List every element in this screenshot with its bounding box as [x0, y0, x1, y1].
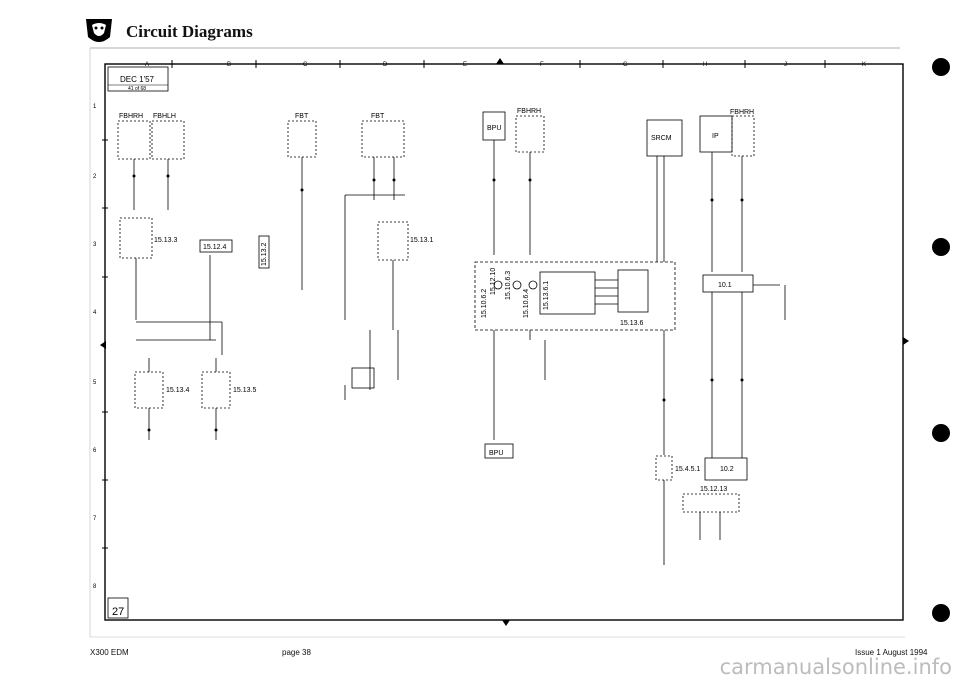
- column-label: J: [784, 62, 787, 68]
- margin-bullet-icon: [932, 58, 950, 76]
- column-label: G: [623, 62, 628, 68]
- component-label: FBHRH: [119, 113, 143, 120]
- component-label: FBHRH: [517, 108, 541, 115]
- ref-label: 15.13.6.1: [543, 281, 550, 310]
- row-label: 1: [93, 104, 97, 110]
- ref-label: 15.13.5: [233, 387, 256, 394]
- component-label: FBHLH: [153, 113, 176, 120]
- ecu-label: SRCM: [651, 135, 672, 142]
- page-header: Circuit Diagrams: [82, 14, 253, 50]
- column-label: H: [703, 62, 707, 68]
- column-label: C: [303, 62, 308, 68]
- row-label: 2: [93, 174, 97, 180]
- title-block-date: DEC 1'57: [120, 75, 155, 84]
- column-label: E: [463, 62, 467, 68]
- component-label: FBT: [371, 113, 385, 120]
- ref-label: 15.12.10: [490, 268, 497, 295]
- ref-label: 15.13.3: [154, 237, 177, 244]
- footer-document-code: X300 EDM: [90, 648, 129, 657]
- margin-bullet-icon: [932, 424, 950, 442]
- row-label: 7: [93, 516, 97, 522]
- ecu-label: BPU: [487, 125, 501, 132]
- watermark-text: carmanualsonline.info: [719, 655, 952, 679]
- ref-label: 15.13.4: [166, 387, 189, 394]
- row-label: 6: [93, 448, 97, 454]
- title-block-sheet: 41 of 68: [128, 86, 146, 92]
- footer-issue: Issue 1 August 1994: [855, 648, 928, 657]
- footer-page-number: page 38: [282, 648, 311, 657]
- margin-bullet-icon: [932, 238, 950, 256]
- ecu-label: BPU: [489, 450, 503, 457]
- ref-label: 15.12.13: [700, 486, 727, 493]
- ref-label: 15.10.6.3: [505, 271, 512, 300]
- page-box-number: 27: [112, 606, 124, 618]
- ecu-label: IP: [712, 133, 719, 140]
- column-label: B: [227, 62, 231, 68]
- column-label: K: [862, 62, 866, 68]
- ref-label: 15.13.2: [261, 243, 268, 266]
- component-label: FBT: [295, 113, 309, 120]
- ref-label: 15.10.6.4: [523, 289, 530, 318]
- margin-bullet-icon: [932, 604, 950, 622]
- row-label: 8: [93, 584, 97, 590]
- ref-label: 15.13.1: [410, 237, 433, 244]
- ref-label: 15.4.5.1: [675, 466, 700, 473]
- ref-label: 10.1: [718, 282, 732, 289]
- page-title: Circuit Diagrams: [126, 22, 253, 41]
- jaguar-logo-icon: [86, 19, 112, 42]
- row-label: 3: [93, 242, 97, 248]
- row-label: 4: [93, 310, 97, 316]
- ref-label: 15.13.6: [620, 320, 643, 327]
- ref-label: 15.12.4: [203, 244, 226, 251]
- ref-label: 10.2: [720, 466, 734, 473]
- sheet-border: [104, 63, 904, 621]
- column-label: F: [540, 62, 544, 68]
- column-label: A: [145, 62, 149, 68]
- row-label: 5: [93, 380, 97, 386]
- column-label: D: [383, 62, 388, 68]
- component-label: FBHRH: [730, 109, 754, 116]
- ref-label: 15.10.6.2: [481, 289, 488, 318]
